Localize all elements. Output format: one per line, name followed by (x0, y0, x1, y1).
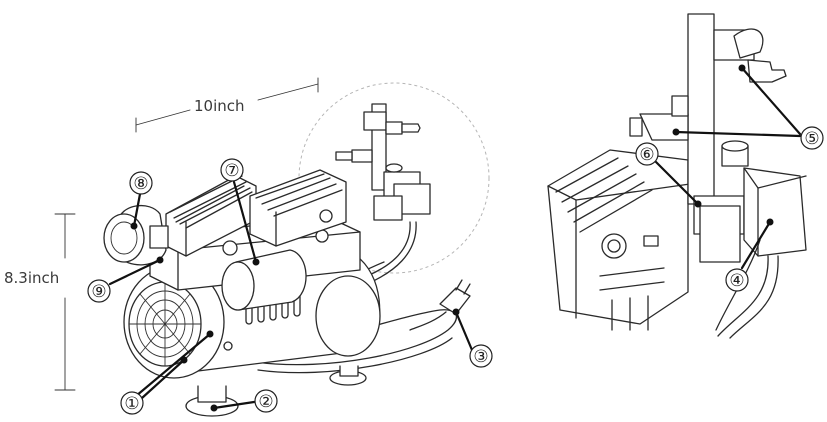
callout-3: ③ (469, 344, 493, 368)
callout-4: ④ (725, 268, 749, 292)
callout-6: ⑥ (635, 142, 659, 166)
cooling-fins-right (249, 169, 347, 247)
power-plug (409, 279, 471, 331)
callout-2: ② (254, 389, 278, 413)
height-dimension: 8.3inch (4, 213, 76, 391)
callout-labels: ① ② ③ ④ ⑤ ⑥ ⑦ ⑧ (87, 126, 824, 415)
callout-1: ① (120, 391, 144, 415)
callout-5-label: ⑤ (804, 129, 819, 149)
callout-6-label: ⑥ (639, 145, 654, 165)
width-dimension: 10inch (135, 77, 319, 133)
callout-8-label: ⑧ (133, 174, 148, 194)
detail-view (547, 13, 807, 339)
callout-2-label: ② (258, 392, 273, 412)
capacitor (221, 249, 307, 311)
callout-7: ⑦ (220, 158, 244, 182)
callout-4-label: ④ (729, 271, 744, 291)
height-dimension-label: 8.3inch (4, 269, 59, 287)
callout-3-label: ③ (473, 347, 488, 367)
callout-9: ⑨ (87, 279, 111, 303)
outlet-fittings (335, 103, 431, 221)
callout-8: ⑧ (129, 171, 153, 195)
compressor-illustration (103, 103, 471, 417)
callout-9-label: ⑨ (91, 282, 106, 302)
detail-zoom-circle (298, 82, 490, 274)
fan-grille (128, 281, 202, 367)
width-dimension-label: 10inch (194, 97, 245, 115)
callout-leaders (108, 64, 802, 412)
callout-5: ⑤ (800, 126, 824, 150)
callout-1-label: ① (124, 394, 139, 414)
callout-7-label: ⑦ (224, 161, 239, 181)
